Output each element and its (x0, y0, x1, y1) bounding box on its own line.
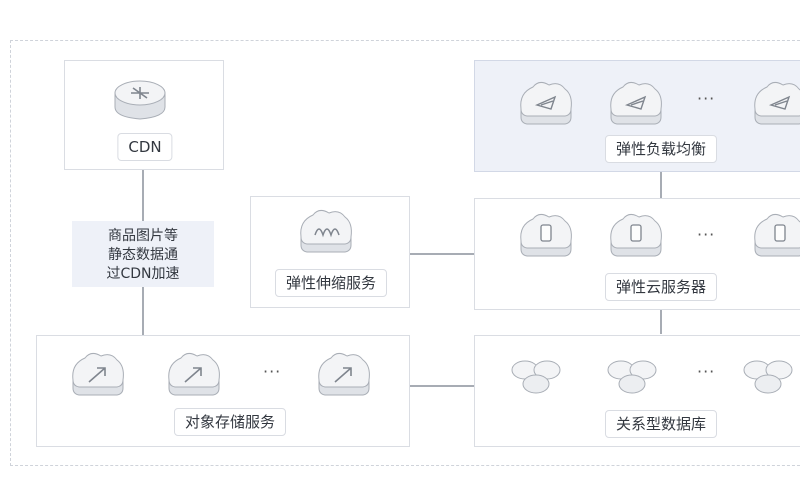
connector-lb-ecs (660, 172, 662, 198)
load-balancer-label: 弹性负载均衡 (604, 135, 718, 163)
load-balancer-box: ··· 弹性负载均衡 (474, 60, 800, 172)
cdn-label: CDN (117, 133, 173, 161)
load-balancer-icon (605, 75, 667, 131)
ellipsis: ··· (697, 225, 716, 244)
server-icon (749, 207, 800, 263)
load-balancer-icon (515, 75, 577, 131)
connector-ecs-rds (660, 310, 662, 334)
object-storage-icon (67, 346, 129, 402)
auto-scaling-label: 弹性伸缩服务 (274, 269, 388, 297)
ecs-box: ··· 弹性云服务器 (474, 198, 800, 310)
note-line-3: 过CDN加速 (106, 266, 180, 282)
database-icon (505, 348, 567, 404)
connector-scaling-ecs (410, 253, 474, 255)
server-icon (605, 207, 667, 263)
connector-obs-rds (410, 385, 474, 387)
note-line-1: 商品图片等 (108, 228, 178, 244)
note-line-2: 静态数据通 (108, 247, 178, 263)
ellipsis: ··· (263, 362, 282, 381)
obs-label: 对象存储服务 (173, 408, 287, 436)
ecs-label: 弹性云服务器 (604, 273, 718, 301)
load-balancer-icon (749, 75, 800, 131)
auto-scaling-icon (295, 203, 357, 259)
auto-scaling-box: 弹性伸缩服务 (250, 196, 410, 308)
ellipsis: ··· (697, 362, 716, 381)
database-icon (737, 348, 799, 404)
obs-box: ··· 对象存储服务 (36, 335, 410, 447)
object-storage-icon (313, 346, 375, 402)
cdn-box: CDN (64, 60, 224, 170)
architecture-frame (10, 40, 800, 466)
server-icon (515, 207, 577, 263)
ellipsis: ··· (697, 89, 716, 108)
object-storage-icon (163, 346, 225, 402)
database-icon (601, 348, 663, 404)
rds-box: ··· 关系型数据库 (474, 335, 800, 447)
rds-label: 关系型数据库 (604, 410, 718, 438)
router-icon (109, 73, 171, 129)
cdn-note: 商品图片等 静态数据通 过CDN加速 (72, 221, 214, 287)
